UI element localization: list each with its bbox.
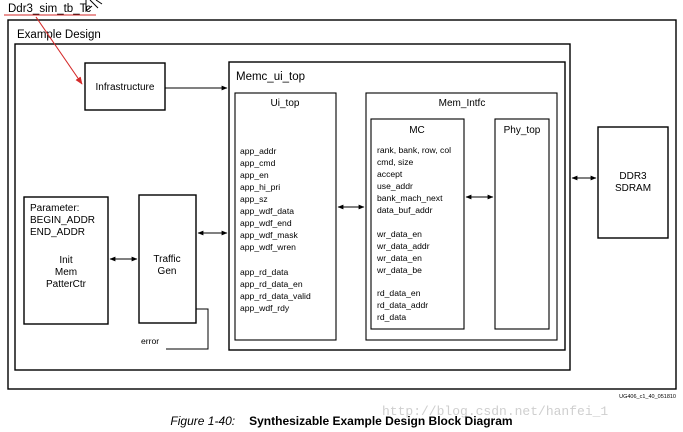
- ui-top-signals-group1: app_addr app_cmd app_en app_hi_pri app_s…: [240, 146, 299, 252]
- ui-top-label: Ui_top: [271, 98, 300, 109]
- mem-label: Mem: [55, 267, 77, 278]
- signal-data-buf-addr: data_buf_addr: [377, 205, 433, 215]
- phy-top-block: [494, 118, 550, 330]
- example-design-label: Example Design: [17, 29, 101, 41]
- mc-signals-group3: rd_data_en rd_data_addr rd_data: [377, 288, 428, 322]
- ui-top-block: [234, 92, 337, 341]
- mc-label: MC: [409, 125, 425, 136]
- parameter-label: Parameter:: [30, 203, 79, 214]
- infrastructure-block: [84, 62, 166, 111]
- signal-cmd-size: cmd, size: [377, 157, 414, 167]
- end-addr-label: END_ADDR: [30, 227, 85, 238]
- signal-wr-data-be: wr_data_be: [376, 265, 422, 275]
- signal-app-rd-data-en: app_rd_data_en: [240, 279, 303, 289]
- error-label: error: [141, 336, 159, 346]
- signal-use-addr: use_addr: [377, 181, 413, 191]
- signal-app-rd-data-valid: app_rd_data_valid: [240, 291, 311, 301]
- signal-app-wdf-end: app_wdf_end: [240, 218, 292, 228]
- sim-tb-label: Ddr3_sim_tb_Tc: [8, 3, 91, 15]
- mc-signals-group2: wr_data_en wr_data_addr wr_data_en wr_da…: [376, 229, 430, 275]
- signal-rd-data-addr: rd_data_addr: [377, 300, 428, 310]
- signal-accept: accept: [377, 169, 403, 179]
- figure-number: Figure 1-40:: [170, 414, 236, 428]
- signal-rank-bank-row-col: rank, bank, row, col: [377, 145, 451, 155]
- memc-ui-top-label: Memc_ui_top: [236, 71, 305, 83]
- figure-id: UG406_c1_40_051810: [619, 394, 676, 400]
- signal-app-wdf-mask: app_wdf_mask: [240, 230, 299, 240]
- signal-rd-data-en: rd_data_en: [377, 288, 421, 298]
- sdram-label: SDRAM: [615, 183, 651, 194]
- signal-app-cmd: app_cmd: [240, 158, 276, 168]
- watermark: http://blog.csdn.net/hanfei_1: [382, 404, 609, 419]
- patterctr-label: PatterCtr: [46, 279, 87, 290]
- infrastructure-label: Infrastructure: [96, 82, 155, 93]
- signal-bank-mach-next: bank_mach_next: [377, 193, 443, 203]
- signal-wr-data-en-2: wr_data_en: [376, 253, 422, 263]
- gen-label: Gen: [158, 266, 177, 277]
- traffic-gen-block: [138, 194, 197, 324]
- begin-addr-label: BEGIN_ADDR: [30, 215, 95, 226]
- ddr3-label: DDR3: [619, 171, 647, 182]
- figure-title: Synthesizable Example Design Block Diagr…: [249, 414, 513, 428]
- error-path: [166, 308, 209, 350]
- signal-app-hi-pri: app_hi_pri: [240, 182, 280, 192]
- signal-wr-data-addr: wr_data_addr: [376, 241, 430, 251]
- red-pointer-arrow: [35, 16, 83, 85]
- mc-signals-group1: rank, bank, row, col cmd, size accept us…: [377, 145, 451, 215]
- signal-rd-data: rd_data: [377, 312, 406, 322]
- ddr3-sdram-block: [597, 126, 669, 239]
- traffic-label: Traffic: [153, 254, 180, 265]
- mem-intfc-label: Mem_Intfc: [439, 98, 486, 109]
- signal-app-rd-data: app_rd_data: [240, 267, 288, 277]
- signal-app-wdf-wren: app_wdf_wren: [240, 242, 296, 252]
- cursor-icon: [85, 0, 103, 13]
- signal-app-wdf-data: app_wdf_data: [240, 206, 294, 216]
- init-label: Init: [59, 255, 73, 266]
- figure-caption: Figure 1-40: Synthesizable Example Design…: [0, 414, 683, 428]
- phy-top-label: Phy_top: [504, 125, 541, 136]
- signal-app-sz: app_sz: [240, 194, 268, 204]
- parameter-block: [23, 196, 109, 325]
- signal-app-wdf-rdy: app_wdf_rdy: [240, 303, 290, 313]
- signal-wr-data-en: wr_data_en: [376, 229, 422, 239]
- mc-block: [370, 118, 465, 330]
- signal-app-addr: app_addr: [240, 146, 276, 156]
- ui-top-signals-group2: app_rd_data app_rd_data_en app_rd_data_v…: [240, 267, 311, 313]
- signal-app-en: app_en: [240, 170, 269, 180]
